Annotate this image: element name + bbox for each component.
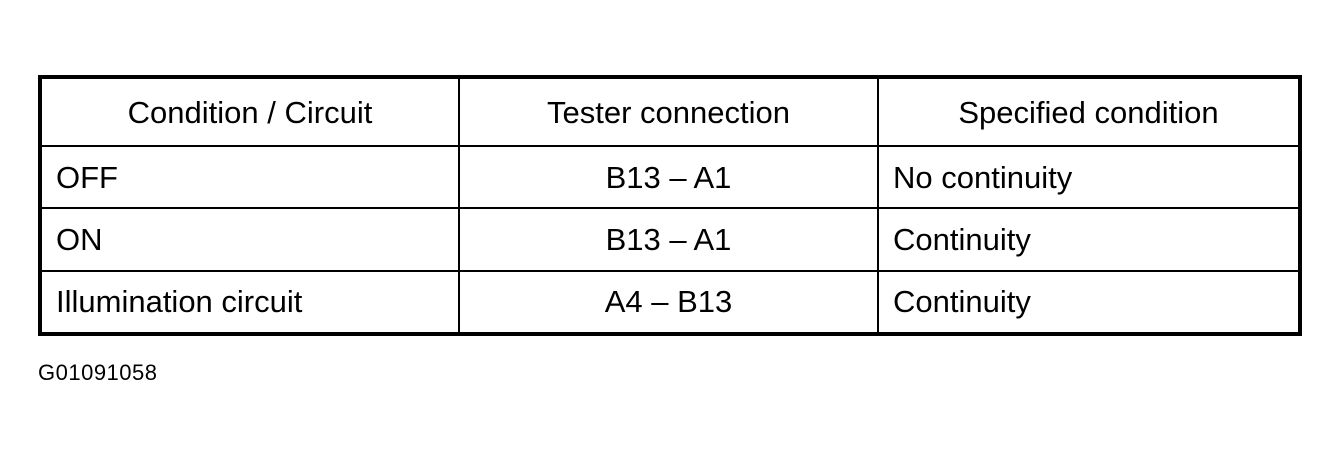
- table-row: ON B13 – A1 Continuity: [39, 207, 1301, 272]
- header-condition-circuit: Condition / Circuit: [39, 76, 460, 147]
- specification-table: Condition / Circuit Tester connection Sp…: [38, 75, 1302, 336]
- cell-specified-condition: Continuity: [877, 207, 1301, 272]
- cell-condition: ON: [39, 207, 460, 272]
- cell-condition: OFF: [39, 144, 460, 210]
- cell-tester-connection: B13 – A1: [458, 207, 879, 272]
- cell-specified-condition: Continuity: [877, 269, 1301, 336]
- table-row: OFF B13 – A1 No continuity: [39, 144, 1301, 210]
- cell-tester-connection: B13 – A1: [458, 144, 879, 210]
- cell-condition: Illumination circuit: [39, 269, 460, 336]
- figure-code: G01091058: [38, 360, 158, 385]
- cell-specified-condition: No continuity: [877, 144, 1301, 210]
- table-header-row: Condition / Circuit Tester connection Sp…: [39, 76, 1301, 147]
- table-row: Illumination circuit A4 – B13 Continuity: [39, 269, 1301, 336]
- header-tester-connection: Tester connection: [458, 76, 879, 147]
- header-specified-condition: Specified condition: [877, 76, 1301, 147]
- cell-tester-connection: A4 – B13: [458, 269, 879, 336]
